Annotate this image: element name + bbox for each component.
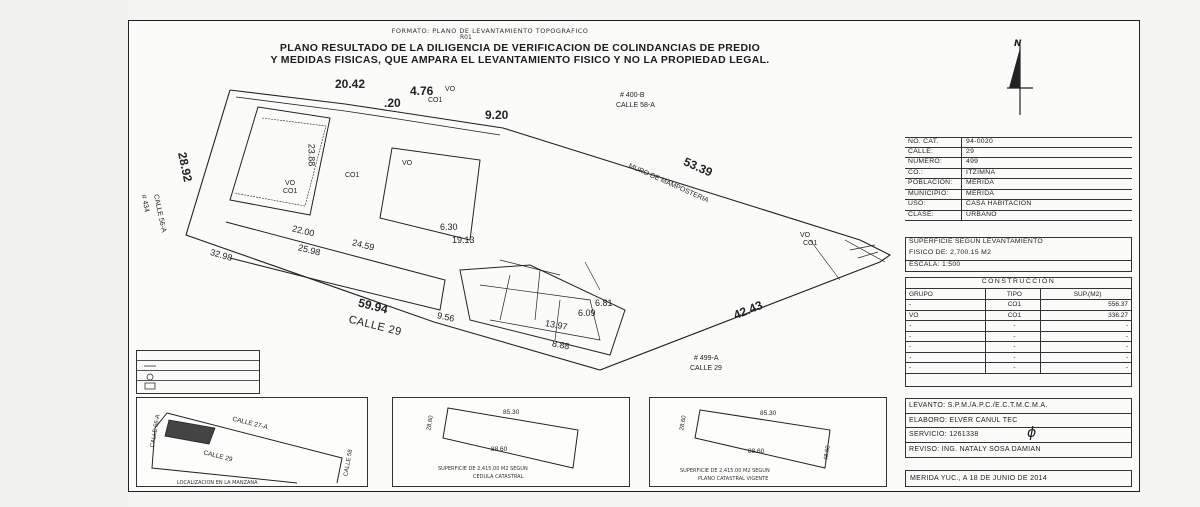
dim-9-20: 9.20	[485, 108, 509, 122]
issue-date: MERIDA YUC., A 18 DE JUNIO DE 2014	[905, 470, 1132, 487]
building-center	[379, 147, 481, 241]
building-left-inner	[233, 117, 327, 207]
panel3-caption-2: PLANO CATASTRAL VIGENTE	[698, 476, 769, 482]
lot-boundary	[185, 89, 892, 371]
info-row: NUMERO:499	[905, 158, 1132, 169]
dim-6-30: 6.30	[440, 222, 458, 232]
table-row: ---	[906, 352, 1131, 363]
legend-row	[137, 370, 259, 380]
page-margin	[0, 0, 128, 507]
building-bottom-line	[225, 221, 446, 311]
format-code: R01	[460, 34, 472, 41]
label-vo-c: VO	[800, 232, 811, 239]
signature-block: LEVANTO: S.P.M./A.P.C./E.C.T.M.C.M.A. EL…	[905, 398, 1132, 458]
label-co1-top: CO1	[428, 97, 443, 104]
info-row: NO. CAT.94-0020	[905, 137, 1132, 148]
dim-23-88: 23.88	[306, 143, 317, 167]
location-map	[151, 412, 343, 484]
panel2-caption-1: SUPERFICIE DE 2,415.00 M2 SEGUN	[438, 466, 528, 472]
panel1-caption: LOCALIZACION EN LA MANZANA	[177, 480, 258, 486]
surface-line-1: SUPERFICIE SEGUN LEVANTAMIENTO	[909, 238, 1044, 245]
dim-6-09: 6.09	[578, 308, 596, 318]
table-row: ---	[906, 341, 1131, 353]
prepared-by: ELABORO: ELVER CANUL TEC	[906, 414, 1131, 428]
info-row: CALLE:29	[905, 147, 1132, 158]
table-header-row: GRUPO TIPO SUP.(M2)	[906, 289, 1131, 300]
surface-line-2: FISICO DE: 2,700.15 M2	[909, 249, 992, 256]
label-co1-b: CO1	[283, 188, 298, 195]
property-info-table: NO. CAT.94-0020 CALLE:29 NUMERO:499 CO.:…	[905, 137, 1132, 221]
building-left	[229, 106, 331, 216]
cadastral-certificate-panel: 85.30 28.60 88.60 SUPERFICIE DE 2,415.00…	[392, 397, 630, 487]
location-panel: CALLE 56-A CALLE 27-A CALLE 29 CALLE 58 …	[136, 397, 368, 487]
certificate-outline	[442, 407, 579, 469]
info-row: CLASE:URBANO	[905, 210, 1132, 221]
reviewed-by: REVISO: ING. NATALY SOSA DAMIAN	[909, 445, 1041, 453]
legend-row	[137, 360, 259, 370]
info-row: CO.:ITZIMNA	[905, 168, 1132, 179]
construction-title: CONSTRUCCION	[906, 278, 1131, 289]
plan-outline	[694, 409, 831, 469]
label-vo-a: VO	[285, 180, 296, 187]
symbol-legend	[136, 350, 260, 394]
neighbor-400b: # 400-B	[620, 92, 645, 99]
panel2-bottom: 88.60	[491, 446, 508, 453]
surveyed-by: LEVANTO: S.P.M./A.P.C./E.C.T.M.C.M.A.	[906, 399, 1131, 414]
panel3-top: 85.30	[760, 410, 777, 417]
building-rear	[459, 264, 626, 356]
label-vo-top: VO	[445, 86, 456, 93]
neighbor-499a: # 499-A	[694, 355, 719, 362]
building-rear-inner	[479, 284, 601, 341]
cadastral-plan-panel: 85.30 28.60 48.60 88.60 SUPERFICIE DE 2,…	[649, 397, 887, 487]
dim-6-81: 6.81	[595, 298, 613, 308]
label-vo-b: VO	[402, 160, 413, 167]
info-row: POBLACION:MERIDA	[905, 179, 1132, 190]
lot-boundary-inner	[235, 96, 501, 136]
dim-19-13: 19.13	[452, 235, 475, 245]
table-row: ---	[906, 331, 1131, 342]
dim-20-42: 20.42	[335, 77, 366, 91]
service-number: SERVICIO: 1261338	[906, 428, 1131, 443]
info-row: MUNICIPIO:MERIDA	[905, 189, 1132, 200]
format-label: FORMATO: PLANO DE LEVANTAMIENTO TOPOGRAF…	[391, 27, 589, 35]
panel2-caption-2: CEDULA CATASTRAL	[473, 474, 524, 480]
table-row: ---	[906, 362, 1131, 374]
north-label: N	[1014, 39, 1022, 49]
info-row: USO:CASA HABITACION	[905, 200, 1132, 211]
panel3-caption-1: SUPERFICIE DE 2,415.00 M2 SEGUN	[680, 468, 770, 474]
dim-4-76: 4.76	[410, 84, 434, 98]
dim-20: .20	[384, 96, 401, 110]
surface-box: SUPERFICIE SEGUN LEVANTAMIENTO FISICO DE…	[905, 237, 1132, 272]
title-line-2: Y MEDIDAS FISICAS, QUE AMPARA EL LEVANTA…	[270, 54, 770, 66]
label-co1-a: CO1	[345, 172, 360, 179]
north-arrow-icon	[1007, 45, 1033, 115]
signature-mark-icon: ϕ	[1027, 425, 1037, 441]
title-line-1: PLANO RESULTADO DE LA DILIGENCIA DE VERI…	[279, 42, 761, 54]
table-row: ---	[906, 320, 1131, 332]
neighbor-calle-58a: CALLE 58-A	[616, 102, 655, 109]
panel2-top: 85.30	[503, 409, 520, 416]
legend-row	[137, 380, 259, 390]
legend-symbols-icon	[144, 365, 156, 390]
label-co1-c: CO1	[803, 240, 818, 247]
scale-label: ESCALA: 1:500	[906, 260, 1131, 271]
panel3-bottom: 88.60	[748, 448, 765, 455]
neighbor-calle-29: CALLE 29	[690, 365, 722, 372]
